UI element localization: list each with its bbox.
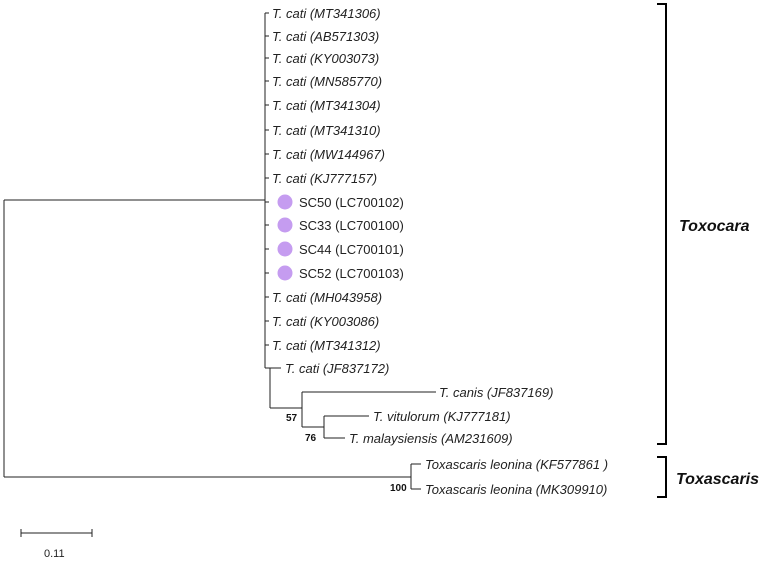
- taxon-label: T. cati (MH043958): [272, 290, 382, 305]
- taxon-label: T. cati (MN585770): [272, 74, 382, 89]
- tree-branches: [3, 12, 436, 490]
- taxon-label: T. cati (JF837172): [285, 361, 389, 376]
- toxascaris-bracket: [657, 456, 667, 498]
- toxocara-bracket: [657, 3, 667, 445]
- taxon-labels: T. cati (MT341306) T. cati (AB571303) T. c…: [272, 6, 608, 497]
- taxon-label: T. cati (MW144967): [272, 147, 385, 162]
- taxon-label: SC33 (LC700100): [299, 218, 404, 233]
- taxon-label: T. malaysiensis (AM231609): [349, 431, 513, 446]
- bootstrap-76: 76: [305, 433, 317, 444]
- taxon-label: T. cati (AB571303): [272, 29, 379, 44]
- taxon-label: SC50 (LC700102): [299, 195, 404, 210]
- taxon-label: T. canis (JF837169): [439, 385, 553, 400]
- taxon-label: T. cati (MT341304): [272, 98, 381, 113]
- sample-marker: [277, 217, 293, 233]
- taxon-label: Toxascaris leonina (KF577861 ): [425, 457, 608, 472]
- scale-bar-label: 0.11: [44, 548, 65, 560]
- taxon-label: Toxascaris leonina (MK309910): [425, 482, 607, 497]
- taxon-label: T. cati (MT341306): [272, 6, 381, 21]
- sample-marker: [277, 241, 293, 257]
- taxon-label: T. vitulorum (KJ777181): [373, 409, 511, 424]
- sample-marker: [277, 194, 293, 210]
- bootstrap-57: 57: [286, 413, 298, 424]
- taxon-label: T. cati (KY003086): [272, 314, 379, 329]
- sample-marker: [277, 265, 293, 281]
- taxon-label: T. cati (MT341312): [272, 338, 381, 353]
- taxon-label: T. cati (KJ777157): [272, 171, 377, 186]
- clade-label-toxascaris: Toxascaris: [676, 471, 759, 488]
- taxon-label: T. cati (KY003073): [272, 51, 379, 66]
- clade-label-toxocara: Toxocara: [679, 218, 750, 235]
- taxon-label: SC44 (LC700101): [299, 242, 404, 257]
- taxon-label: SC52 (LC700103): [299, 266, 404, 281]
- bootstrap-100: 100: [390, 483, 407, 494]
- taxon-label: T. cati (MT341310): [272, 123, 381, 138]
